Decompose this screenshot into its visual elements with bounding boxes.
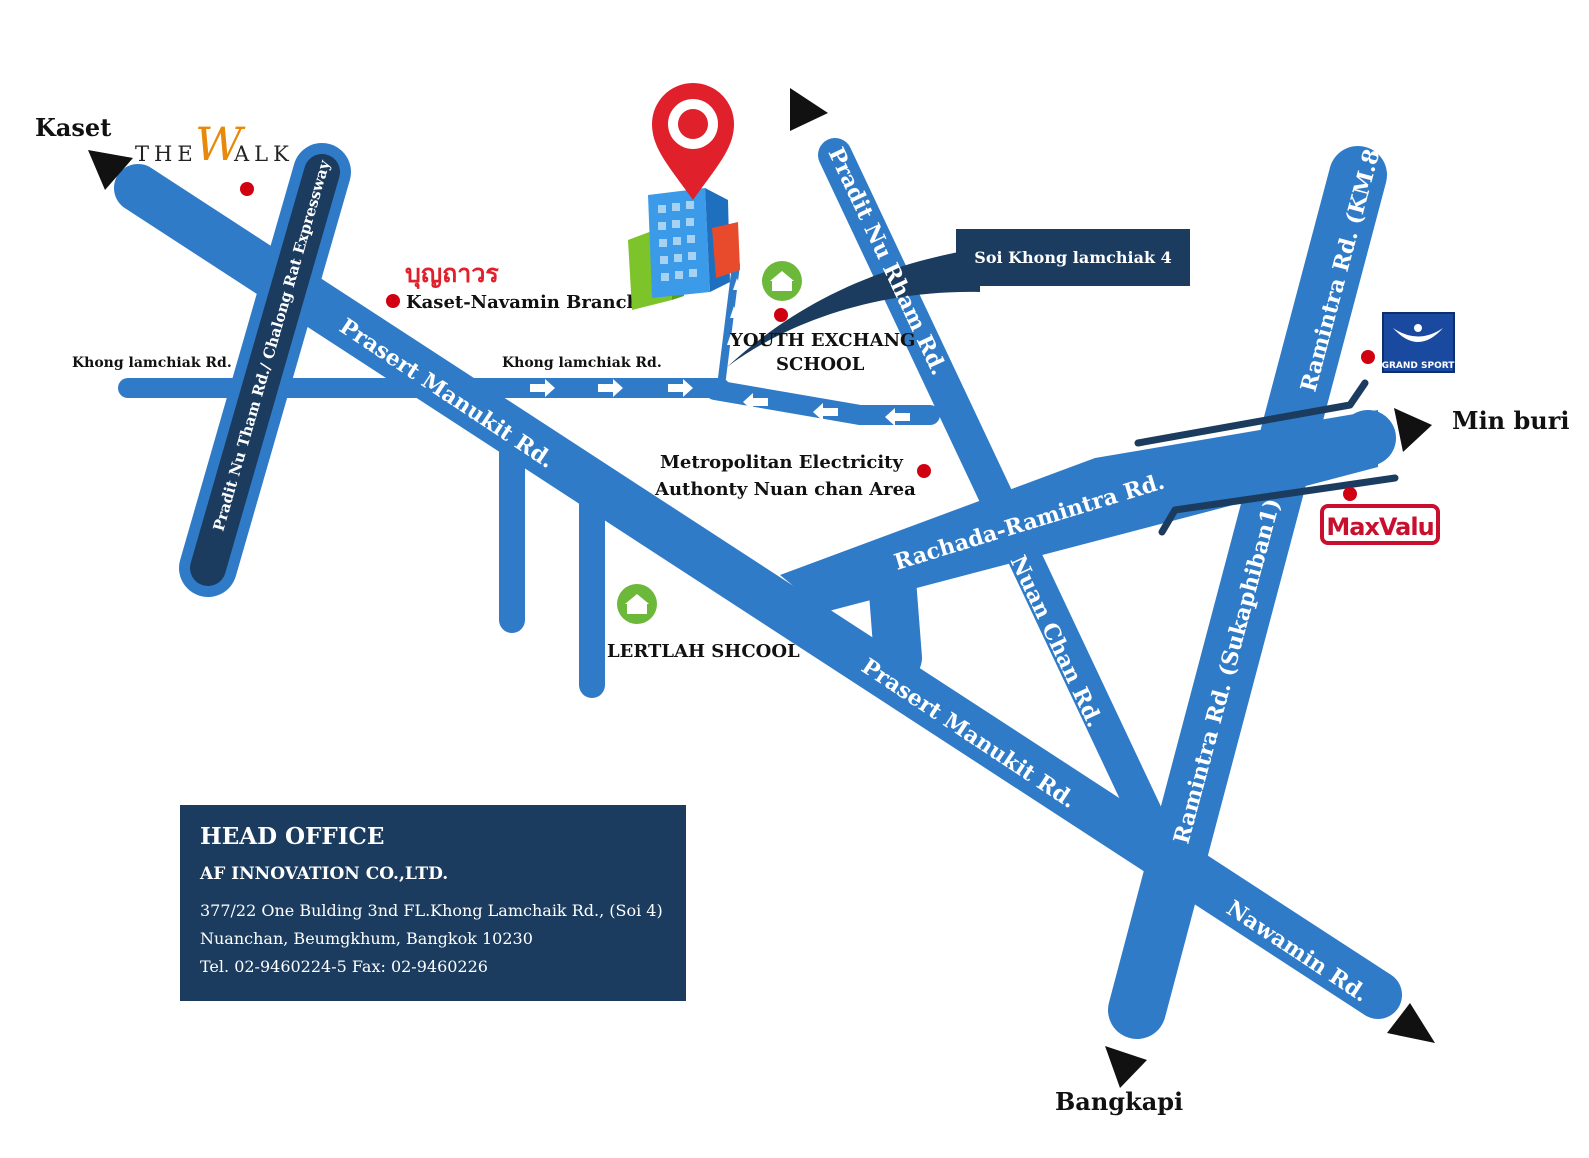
grand-sport-dot bbox=[1361, 350, 1375, 364]
electric-dot bbox=[917, 464, 931, 478]
maxvalu-dot bbox=[1343, 487, 1357, 501]
grand-sport-label: GRAND SPORT bbox=[1382, 361, 1456, 371]
direction-nawamin-end bbox=[1387, 1003, 1435, 1043]
electric-line2: Authonty Nuan chan Area bbox=[654, 479, 916, 500]
road-service-lanes bbox=[1134, 379, 1399, 536]
kaset-navamin-dot bbox=[386, 294, 400, 308]
the-walk-alk: ALK bbox=[233, 142, 294, 166]
head-office-panel: HEAD OFFICE AF INNOVATION CO.,LTD. 377/2… bbox=[180, 805, 686, 1001]
label-khong-mid: Khong lamchiak Rd. bbox=[502, 355, 662, 371]
label-ramintra-sukaphiban: Ramintra Rd. (Sukaphiban1) bbox=[1169, 496, 1286, 847]
road-soi-curve bbox=[727, 248, 980, 367]
road-rachada-ramintra bbox=[780, 410, 1396, 612]
office-building-icon bbox=[628, 188, 740, 310]
head-office-address-2: Nuanchan, Beumgkhum, Bangkok 10230 bbox=[200, 929, 533, 948]
label-prasert-lower: Prasert Manukit Rd. bbox=[857, 653, 1081, 814]
direction-pradit-north bbox=[790, 88, 828, 131]
arrow-nawamin-icon bbox=[1387, 1003, 1435, 1043]
direction-kaset: Kaset bbox=[35, 113, 133, 190]
direction-kaset-label: Kaset bbox=[35, 113, 111, 142]
road-chalong-rat-expressway bbox=[179, 143, 351, 597]
head-office-title: HEAD OFFICE bbox=[200, 823, 385, 850]
location-pin-icon bbox=[652, 83, 734, 200]
grand-sport-logo: GRAND SPORT bbox=[1382, 312, 1456, 373]
lertlah-school-badge-icon bbox=[617, 584, 657, 624]
head-office-address-1: 377/22 One Bulding 3nd FL.Khong Lamchaik… bbox=[200, 901, 663, 920]
arrow-north-icon bbox=[790, 88, 828, 131]
kaset-navamin-label: Kaset-Navamin Branch bbox=[406, 292, 640, 313]
electric-line1: Metropolitan Electricity bbox=[660, 452, 903, 473]
soi-khong-lamchiak-label: Soi Khong lamchiak 4 bbox=[974, 248, 1172, 267]
label-pradit-expressway: Pradit Nu Tham Rd./ Chalong Rat Expressw… bbox=[210, 157, 334, 533]
road-ramintra bbox=[1108, 146, 1387, 1039]
the-walk-dot bbox=[240, 182, 254, 196]
direction-min-buri: Min buri bbox=[1394, 406, 1569, 452]
thai-brand-logo: บุญถาวร bbox=[405, 259, 499, 290]
direction-min-buri-label: Min buri bbox=[1452, 406, 1569, 435]
arrow-min-buri-icon bbox=[1394, 408, 1432, 452]
head-office-company: AF INNOVATION CO.,LTD. bbox=[200, 864, 449, 884]
school-badge-icon bbox=[762, 261, 802, 301]
direction-bangkapi-label: Bangkapi bbox=[1055, 1087, 1183, 1116]
flow-arrows bbox=[530, 278, 910, 426]
soi-khong-lamchiak-box: Soi Khong lamchiak 4 bbox=[956, 229, 1190, 286]
label-khong-left: Khong lamchiak Rd. bbox=[72, 355, 232, 371]
youth-school-line1: YOUTH EXCHANG bbox=[729, 330, 915, 351]
the-walk-the: THE bbox=[135, 142, 198, 166]
direction-bangkapi: Bangkapi bbox=[1055, 1046, 1183, 1116]
maxvalu-label: MaxValu bbox=[1326, 513, 1433, 541]
lertlah-label: LERTLAH SHCOOL bbox=[607, 641, 800, 662]
label-nuan-chan: Nuan Chan Rd. bbox=[1005, 551, 1108, 731]
arrow-kaset-icon bbox=[88, 150, 133, 190]
the-walk-w: W bbox=[195, 117, 246, 171]
the-walk-logo: THE W ALK bbox=[135, 117, 294, 171]
youth-school-line2: SCHOOL bbox=[776, 354, 865, 375]
maxvalu-logo: MaxValu bbox=[1320, 504, 1440, 545]
youth-school-dot bbox=[774, 308, 788, 322]
head-office-phone: Tel. 02-9460224-5 Fax: 02-9460226 bbox=[200, 957, 488, 976]
arrow-bangkapi-icon bbox=[1105, 1046, 1147, 1088]
